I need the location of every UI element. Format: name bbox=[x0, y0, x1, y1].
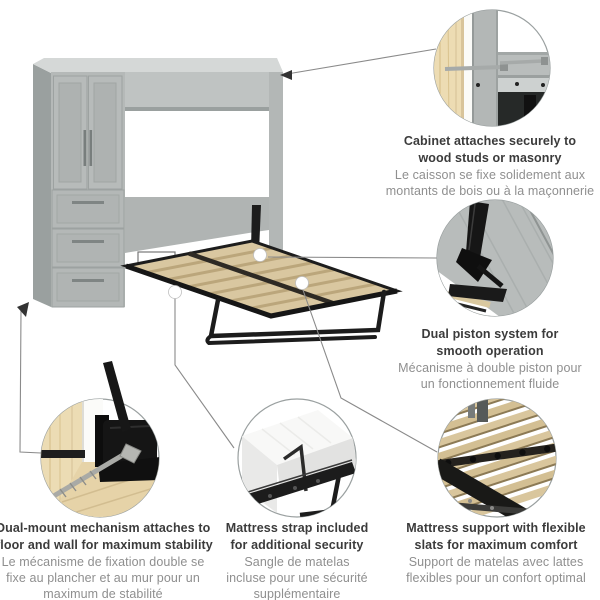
callout-title-line: floor and wall for maximum stability bbox=[0, 538, 213, 552]
door-handle bbox=[89, 130, 93, 166]
mount-rod bbox=[103, 361, 131, 432]
callout-subtitle-line: flexibles pour un confort optimal bbox=[406, 571, 586, 585]
arrowhead-cabinet-bottom bbox=[17, 302, 29, 317]
detail-circle-dual-piston bbox=[436, 199, 554, 317]
cabinet-top-panel bbox=[33, 58, 283, 73]
callout-cabinet-mount: Cabinet attaches securely to wood studs … bbox=[378, 133, 600, 199]
hutch-header bbox=[125, 72, 283, 111]
bed-back-panel bbox=[125, 197, 269, 253]
callout-subtitle-line: incluse pour une sécurité bbox=[226, 571, 368, 585]
leader-lines bbox=[19, 48, 438, 454]
callout-subtitle-line: fixe au plancher et au mur pour un bbox=[6, 571, 200, 585]
callout-title-line: Mattress support with flexible bbox=[406, 521, 586, 535]
bed-leg-bar bbox=[205, 289, 387, 346]
detail-circle-slat-support bbox=[437, 398, 557, 518]
callout-title-line: smooth operation bbox=[436, 344, 544, 358]
callout-title-line: wood studs or masonry bbox=[418, 151, 562, 165]
bed-deck bbox=[120, 239, 403, 319]
callout-subtitle-line: Le mécanisme de fixation double se bbox=[1, 555, 205, 569]
callout-subtitle-line: Support de matelas avec lattes bbox=[408, 555, 584, 569]
callout-title-line: Dual piston system for bbox=[421, 327, 559, 341]
callout-title-line: Mattress strap included bbox=[225, 521, 369, 535]
callout-mattress-strap: Mattress strap included for additional s… bbox=[192, 520, 402, 600]
callout-subtitle-line: supplémentaire bbox=[253, 587, 341, 600]
callout-subtitle-line: maximum de stabilité bbox=[43, 587, 163, 600]
callout-subtitle-line: Mécanisme à double piston pour bbox=[398, 361, 582, 375]
callout-subtitle-line: montants de bois ou à la maçonnerie bbox=[385, 184, 595, 198]
arrowhead-cabinet-top bbox=[280, 70, 292, 80]
detail-circle-mattress-strap bbox=[237, 398, 357, 518]
detail-circle-dual-mount bbox=[40, 361, 160, 518]
callout-slat-support: Mattress support with flexible slats for… bbox=[388, 520, 600, 586]
callout-title-line: Dual-mount mechanism attaches to bbox=[0, 521, 211, 535]
cabinet-side-panel bbox=[33, 64, 51, 307]
callout-subtitle-line: Le caisson se fixe solidement aux bbox=[394, 168, 586, 182]
callout-dual-piston: Dual piston system for smooth operation … bbox=[380, 326, 600, 392]
callout-title-line: Cabinet attaches securely to bbox=[403, 134, 577, 148]
callout-title-line: for additional security bbox=[230, 538, 364, 552]
callout-subtitle-line: Sangle de matelas bbox=[244, 555, 350, 569]
detail-circle-cabinet-mount bbox=[433, 9, 551, 127]
drawer-stack bbox=[51, 189, 125, 308]
callout-subtitle-line: un fonctionnement fluide bbox=[420, 377, 560, 391]
callout-dual-mount: Dual-mount mechanism attaches to floor a… bbox=[0, 520, 213, 600]
callout-anchor-dots bbox=[168, 248, 309, 299]
door-handle bbox=[83, 130, 87, 166]
door-recess-panel bbox=[58, 82, 82, 183]
callout-title-line: slats for maximum comfort bbox=[414, 538, 578, 552]
main-product-murphy-bed bbox=[33, 58, 403, 346]
